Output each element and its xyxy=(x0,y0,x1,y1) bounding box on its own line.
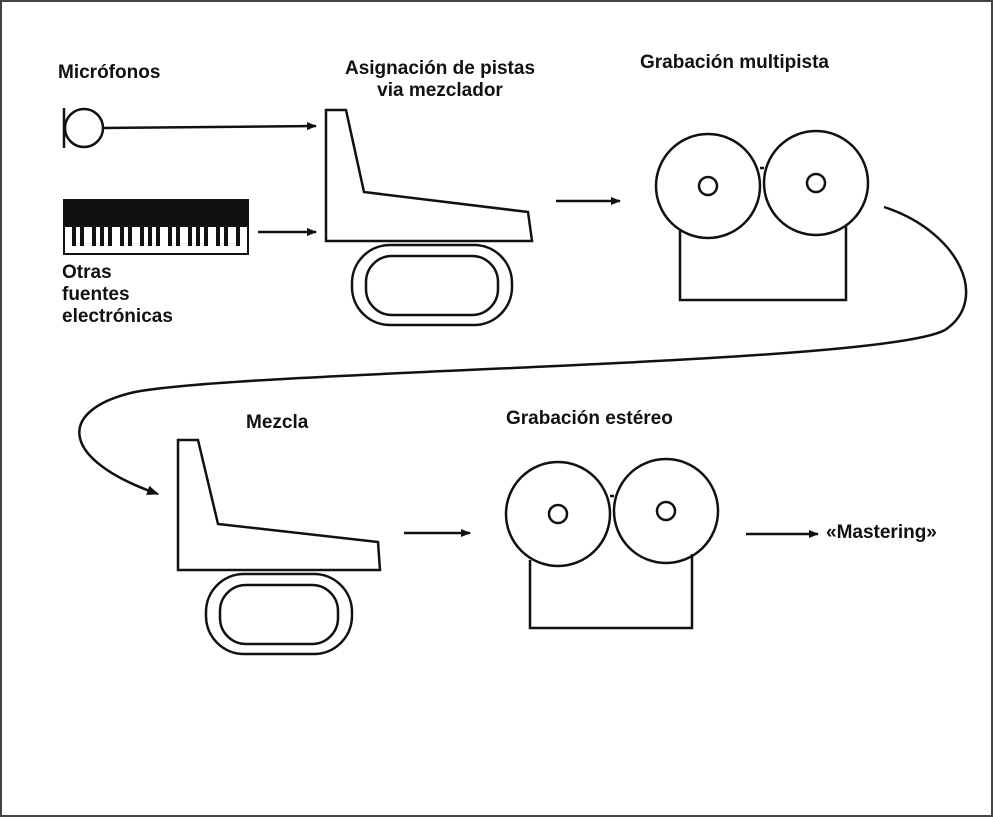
mixer-console-icon xyxy=(324,108,534,327)
mastering-label: «Mastering» xyxy=(826,522,937,543)
other-sources-line2: fuentes xyxy=(62,284,130,305)
other-sources-line1: Otras xyxy=(62,262,112,283)
tape-recorder-icon xyxy=(504,457,720,630)
tape-recorder-icon xyxy=(654,129,870,302)
multitrack-to-mix-curve xyxy=(78,205,968,496)
track-assignment-label-line2: via mezclador xyxy=(377,80,503,101)
other-sources-line3: electrónicas xyxy=(62,306,173,327)
mix-label: Mezcla xyxy=(246,412,309,433)
track-assignment-label-line1: Asignación de pistas xyxy=(344,58,536,79)
stereo-recording-label: Grabación estéreo xyxy=(506,408,673,429)
track-assignment-label: Asignación de pistas via mezclador xyxy=(318,58,562,102)
mixer-console-icon xyxy=(176,438,382,656)
microphone-icon xyxy=(62,107,317,149)
other-sources-label: Otras fuentes electrónicas xyxy=(62,262,173,328)
keyboard-icon xyxy=(63,199,249,255)
multitrack-label: Grabación multipista xyxy=(640,52,829,73)
microphones-label: Micrófonos xyxy=(58,62,161,83)
